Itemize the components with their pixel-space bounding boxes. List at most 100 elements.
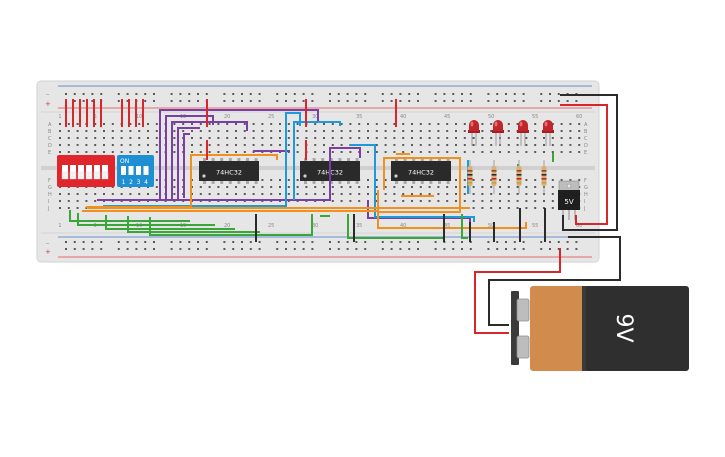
hole	[507, 207, 510, 209]
led[interactable]	[542, 120, 554, 146]
wire-green[interactable]	[105, 215, 235, 230]
dip-toggle[interactable]	[121, 166, 126, 175]
dip-toggle[interactable]	[128, 166, 134, 175]
column-number: 40	[400, 223, 406, 229]
hole	[551, 193, 554, 195]
wire-purple[interactable]	[171, 121, 248, 200]
resistor[interactable]	[541, 160, 547, 194]
resistor[interactable]	[516, 160, 522, 194]
rail-hole	[126, 241, 129, 243]
chip-pin	[355, 181, 359, 184]
wires-green[interactable]	[69, 153, 554, 239]
battery-9v[interactable]: 9V	[511, 286, 689, 371]
hole	[551, 207, 554, 209]
hole	[578, 130, 581, 132]
chip-74hc32[interactable]: 74HC32	[391, 158, 451, 184]
wire-green[interactable]	[127, 216, 260, 233]
hole	[525, 207, 528, 209]
wires-power[interactable]	[474, 94, 621, 334]
hole	[490, 151, 493, 153]
wire-orange[interactable]	[377, 157, 461, 213]
rail-hole	[249, 100, 252, 102]
dip-toggle[interactable]	[143, 166, 149, 175]
rail-hole	[329, 100, 331, 102]
hole	[419, 151, 422, 153]
hole	[103, 151, 105, 153]
chip-pin	[338, 181, 342, 184]
wire-green[interactable]	[461, 214, 468, 239]
hole	[323, 137, 325, 139]
wire-black[interactable]	[488, 236, 621, 326]
wire-purple[interactable]	[159, 109, 319, 200]
hole	[279, 179, 281, 181]
hole	[419, 137, 422, 139]
wire-red[interactable]	[560, 104, 608, 225]
hole	[129, 123, 132, 125]
resistor[interactable]	[491, 160, 497, 194]
rail-hole	[241, 93, 243, 95]
wire-blue[interactable]	[350, 144, 475, 222]
hole	[226, 144, 229, 146]
hole	[305, 137, 308, 139]
rail-bottom-plus-sign: +	[45, 248, 51, 256]
chip-74hc32[interactable]: 74HC32	[199, 158, 259, 184]
dip-toggle-knob	[93, 171, 101, 180]
rail-hole	[487, 241, 490, 243]
wire-blue[interactable]	[103, 112, 301, 207]
rail-hole	[434, 248, 437, 250]
wire-green[interactable]	[347, 214, 444, 239]
hole	[252, 137, 255, 139]
dip-toggle-number: 3	[137, 179, 141, 186]
wire-orange[interactable]	[82, 210, 527, 229]
hole	[103, 193, 105, 195]
wires-orange[interactable]	[82, 153, 527, 229]
rail-hole	[566, 100, 569, 102]
chip-pin	[403, 181, 407, 184]
chip-pin	[321, 181, 325, 184]
hole	[455, 193, 457, 195]
hole	[428, 193, 431, 195]
wire-purple[interactable]	[177, 127, 200, 200]
dip-switch-red[interactable]	[57, 155, 115, 187]
dip-toggle[interactable]	[136, 166, 141, 175]
hole	[349, 193, 352, 195]
wires-blue[interactable]	[103, 112, 475, 222]
hole	[235, 130, 237, 132]
hole	[314, 151, 317, 153]
rail-hole	[223, 248, 226, 250]
chip-pin	[395, 181, 398, 184]
chip-pin	[412, 181, 416, 184]
hole	[419, 186, 422, 188]
rail-hole	[355, 100, 358, 102]
wire-blue[interactable]	[293, 121, 341, 200]
row-letter: B	[584, 129, 588, 135]
battery-black-body	[584, 286, 689, 371]
chip-pin	[355, 158, 359, 161]
resistor[interactable]	[467, 160, 473, 194]
hole	[279, 130, 281, 132]
hole	[182, 123, 185, 125]
wire-green[interactable]	[77, 213, 215, 226]
hole	[393, 193, 396, 195]
rail-hole	[461, 93, 463, 95]
wires-black-ground[interactable]	[255, 208, 546, 242]
wire-red[interactable]	[474, 248, 561, 334]
dip-switch-red-toggles[interactable]	[61, 165, 109, 180]
wire-purple[interactable]	[165, 115, 214, 200]
led[interactable]	[468, 120, 480, 146]
hole	[446, 193, 449, 195]
wire-purple[interactable]	[183, 133, 190, 198]
hole	[129, 137, 132, 139]
hole	[103, 123, 105, 125]
led[interactable]	[517, 120, 529, 146]
hole	[569, 151, 572, 153]
wire-black[interactable]	[560, 94, 618, 231]
wires-red-rail[interactable]	[65, 99, 397, 160]
wire-green[interactable]	[149, 214, 313, 236]
hole	[279, 186, 281, 188]
led[interactable]	[492, 120, 504, 146]
hole	[516, 123, 519, 125]
wire-purple[interactable]	[97, 147, 361, 201]
